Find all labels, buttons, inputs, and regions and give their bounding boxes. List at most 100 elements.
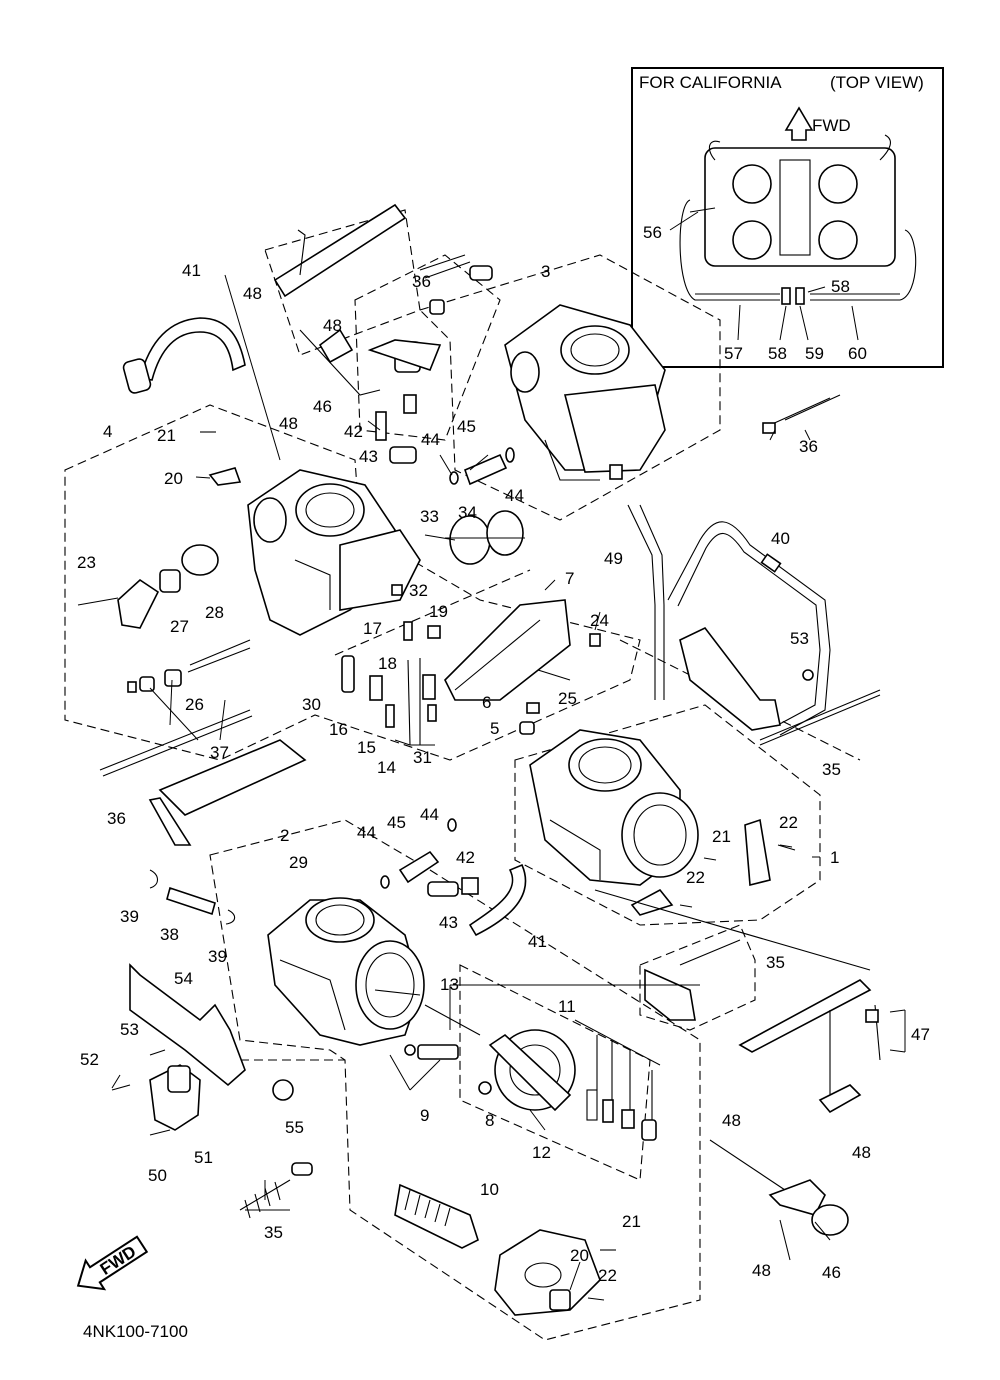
carburetor-2 (111, 818, 527, 1136)
inset-label-58-top: 58 (831, 277, 850, 296)
part-label-7: 7 (565, 569, 574, 588)
part-label-53-right: 53 (790, 629, 809, 648)
part-label-35-right: 35 (822, 760, 841, 779)
part-label-51: 51 (194, 1148, 213, 1167)
part-label-42-mid: 42 (456, 848, 475, 867)
leader-lines (111, 274, 906, 1291)
part-label-22-right: 22 (779, 813, 798, 832)
fuel-hoses (627, 504, 831, 736)
inset-fwd-arrow-icon (784, 106, 814, 141)
part-label-42-top: 42 (344, 422, 363, 441)
part-label-44-c: 44 (420, 805, 439, 824)
part-label-9: 9 (420, 1106, 429, 1125)
part-label-45-top: 45 (457, 417, 476, 436)
part-label-37: 37 (210, 743, 229, 762)
part-label-25: 25 (558, 689, 577, 708)
part-label-22-mid: 22 (686, 868, 705, 887)
part-label-1: 1 (830, 848, 839, 867)
part-label-21-right: 21 (712, 827, 731, 846)
part-label-44-d: 44 (357, 823, 376, 842)
part-label-44-b: 44 (505, 486, 524, 505)
part-label-48-b: 48 (323, 316, 342, 335)
fwd-direction-badge: FWD (76, 1235, 149, 1291)
part-label-16: 16 (329, 720, 348, 739)
part-label-46-bottom: 46 (822, 1263, 841, 1282)
part-label-14: 14 (377, 758, 396, 777)
fwd-arrow-icon (76, 1235, 149, 1291)
part-label-4: 4 (103, 422, 112, 441)
part-label-2: 2 (280, 826, 289, 845)
part-label-12: 12 (532, 1143, 551, 1162)
part-label-8: 8 (485, 1111, 494, 1130)
part-label-41-top: 41 (182, 261, 201, 280)
part-label-49: 49 (604, 549, 623, 568)
part-label-36-right: 36 (799, 437, 818, 456)
part-label-34: 34 (458, 503, 477, 522)
part-label-17: 17 (363, 619, 382, 638)
part-label-54: 54 (174, 969, 193, 988)
part-label-30: 30 (302, 695, 321, 714)
part-label-43-mid: 43 (439, 913, 458, 932)
diaphragm-assembly (394, 1004, 657, 1316)
part-label-31: 31 (413, 748, 432, 767)
part-label-39-a: 39 (120, 907, 139, 926)
part-label-35-mid: 35 (766, 953, 785, 972)
part-label-48-c: 48 (279, 414, 298, 433)
inset-label-56: 56 (643, 223, 662, 242)
part-label-48-f: 48 (752, 1261, 771, 1280)
part-label-36-top: 36 (412, 272, 431, 291)
part-label-47: 47 (911, 1025, 930, 1044)
part-label-23: 23 (77, 553, 96, 572)
choke-linkage (122, 203, 841, 486)
part-label-45-mid: 45 (387, 813, 406, 832)
part-label-20-top: 20 (164, 469, 183, 488)
carburetor-4 (77, 431, 601, 746)
part-label-33: 33 (420, 507, 439, 526)
assembly-boundaries (64, 209, 861, 1341)
part-label-20-bottom: 20 (570, 1246, 589, 1265)
part-label-52: 52 (80, 1050, 99, 1069)
part-label-21-bottom: 21 (622, 1212, 641, 1231)
part-label-39-b: 39 (208, 947, 227, 966)
part-label-38: 38 (160, 925, 179, 944)
part-label-15: 15 (357, 738, 376, 757)
part-label-19: 19 (429, 602, 448, 621)
part-label-22-bottom: 22 (598, 1266, 617, 1285)
part-label-27: 27 (170, 617, 189, 636)
part-label-6: 6 (482, 693, 491, 712)
part-label-18: 18 (378, 654, 397, 673)
part-label-10: 10 (480, 1180, 499, 1199)
part-label-21-top: 21 (157, 426, 176, 445)
part-label-3: 3 (541, 262, 550, 281)
part-label-28: 28 (205, 603, 224, 622)
part-label-24: 24 (590, 611, 609, 630)
california-inset: FOR CALIFORNIA (TOP VIEW) FWD (631, 67, 944, 368)
diagram-code: 4NK100-7100 (83, 1322, 188, 1341)
part-label-36-left: 36 (107, 809, 126, 828)
carburetor-3 (504, 304, 666, 481)
inset-fwd-label: FWD (812, 116, 851, 135)
part-label-48-d: 48 (722, 1111, 741, 1130)
part-label-44-a: 44 (421, 430, 440, 449)
part-label-48-a: 48 (243, 284, 262, 303)
brackets-rods (99, 626, 881, 1236)
part-label-55: 55 (285, 1118, 304, 1137)
part-label-48-e: 48 (852, 1143, 871, 1162)
part-label-53-left: 53 (120, 1020, 139, 1039)
part-label-11: 11 (558, 997, 576, 1016)
part-label-13: 13 (440, 975, 459, 994)
part-label-41-mid: 41 (528, 932, 547, 951)
inset-label-57: 57 (724, 344, 743, 363)
part-label-40: 40 (771, 529, 790, 548)
inset-view-label: (TOP VIEW) (830, 73, 924, 92)
part-label-50: 50 (148, 1166, 167, 1185)
inset-label-60: 60 (848, 344, 867, 363)
carburetor-1 (529, 729, 796, 916)
part-number-labels: 41 48 48 36 3 46 48 42 4 21 43 44 45 44 … (77, 261, 930, 1285)
part-label-35-bottom: 35 (264, 1223, 283, 1242)
part-label-43-top: 43 (359, 447, 378, 466)
part-label-26: 26 (185, 695, 204, 714)
part-label-46-top: 46 (313, 397, 332, 416)
part-label-5: 5 (490, 719, 499, 738)
